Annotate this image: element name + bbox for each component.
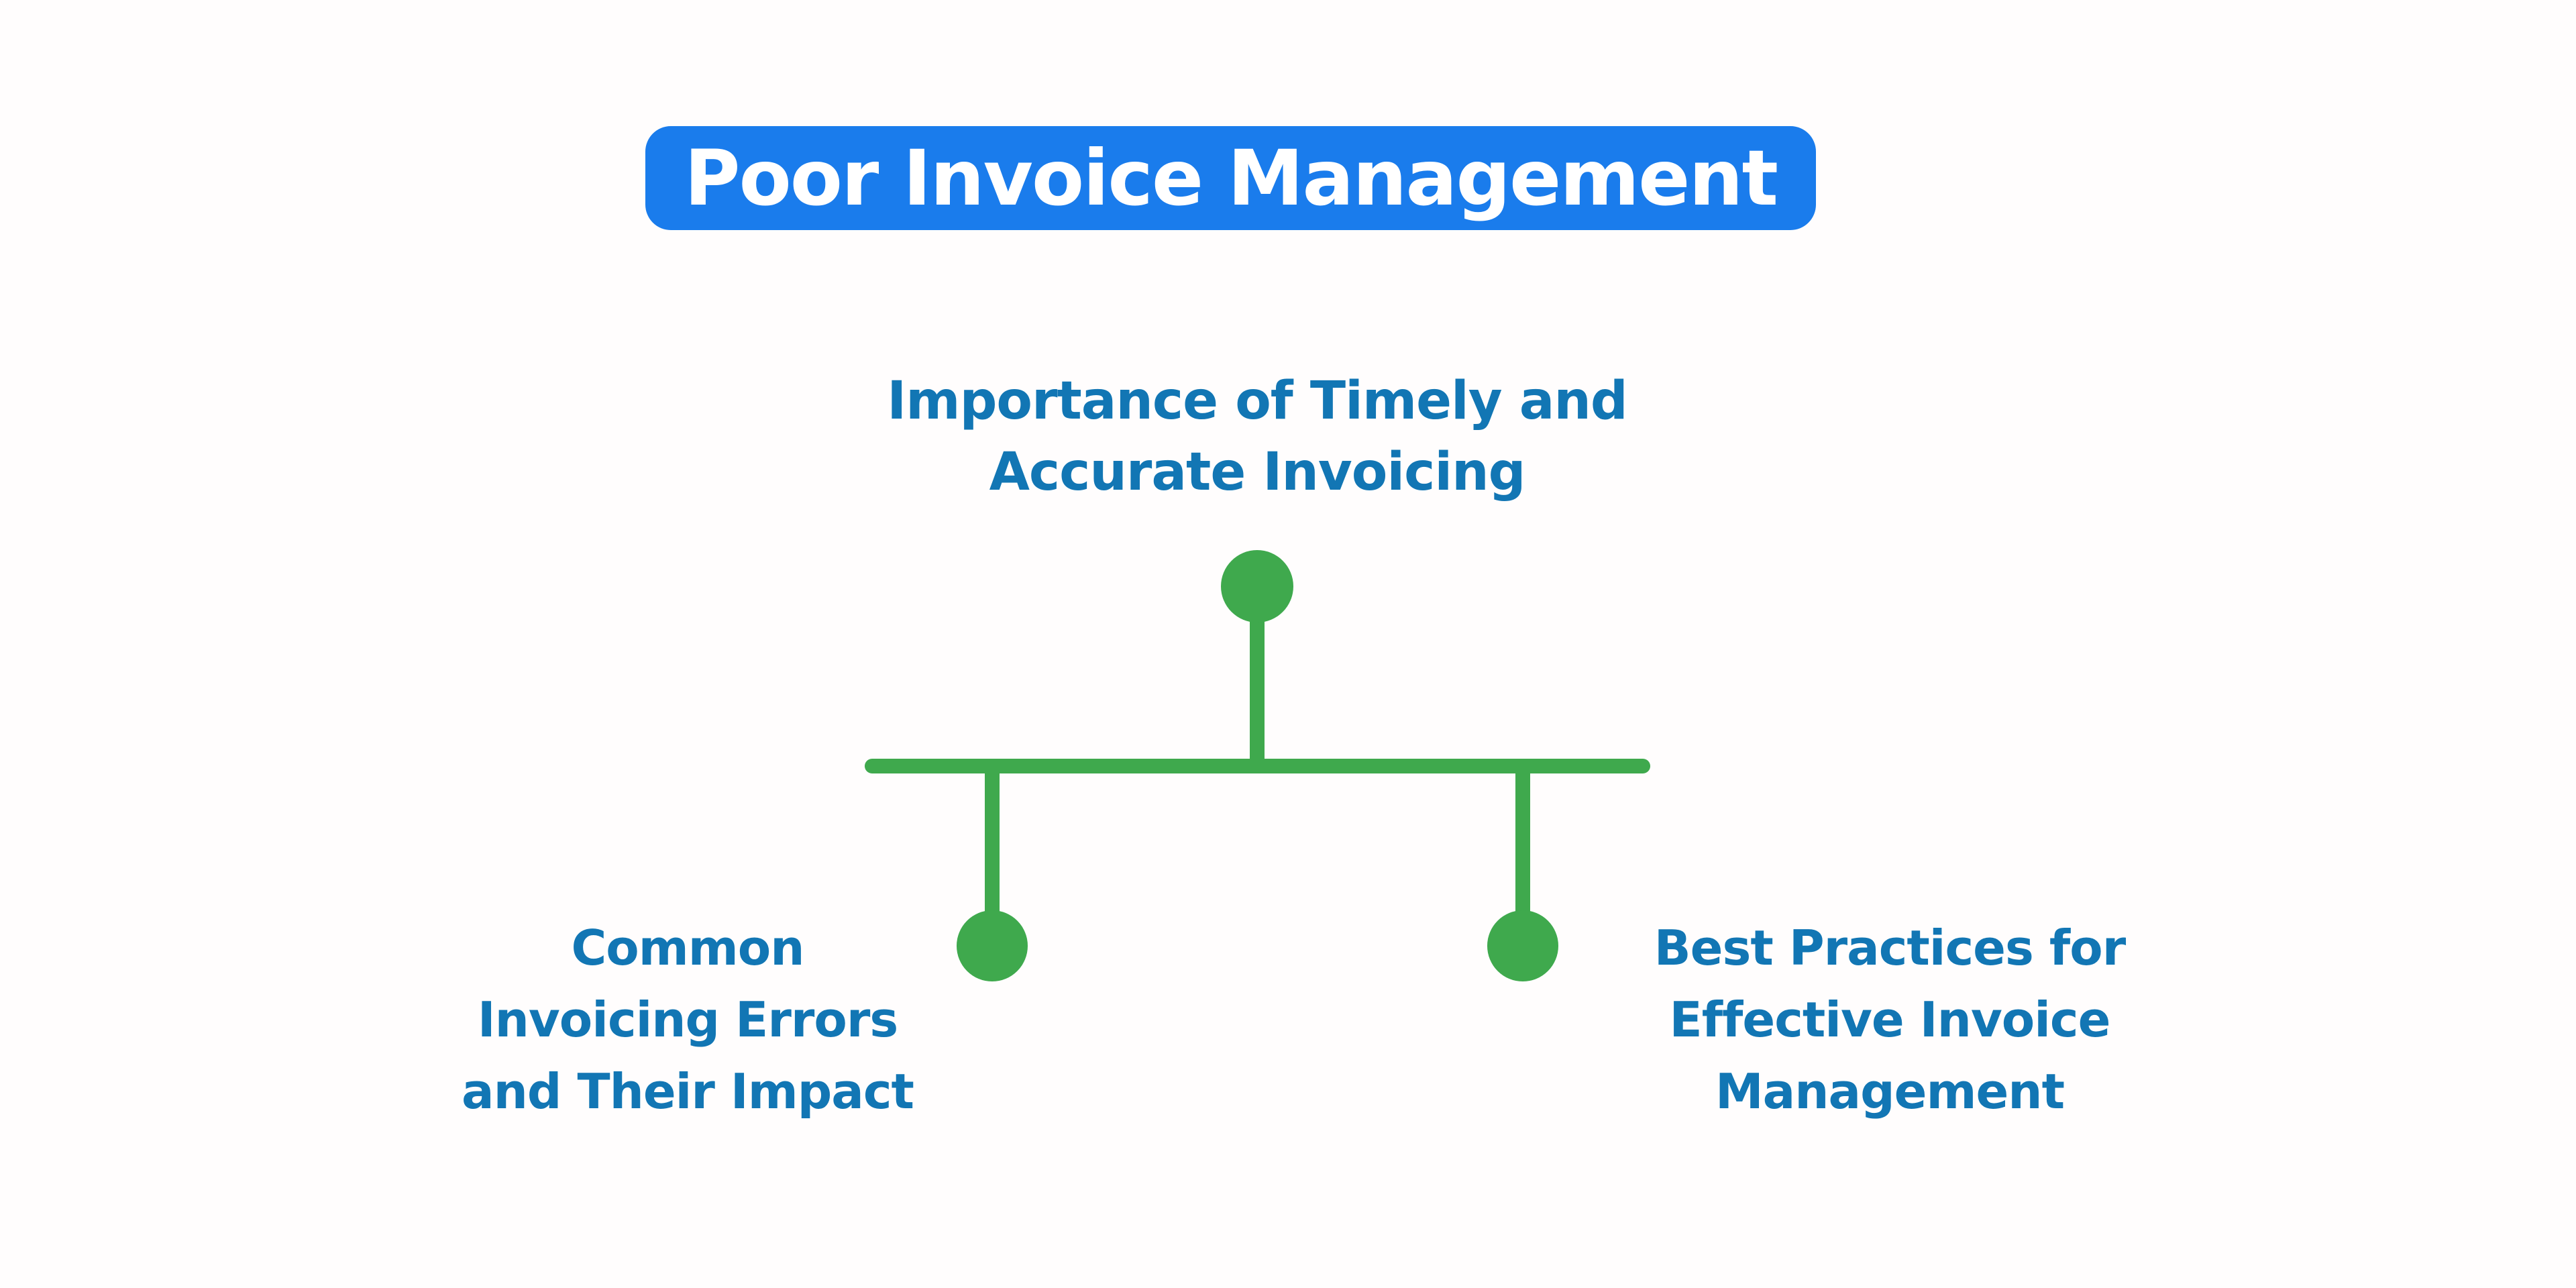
page-title: Poor Invoice Management — [684, 133, 1778, 223]
right-node-dot-icon — [1487, 910, 1558, 981]
connector-drop-right — [1515, 766, 1530, 946]
node-label-left-line1: Common — [571, 920, 804, 976]
node-label-left: Common Invoicing Errors and Their Impact — [386, 912, 989, 1128]
node-label-right-line1: Best Practices for — [1654, 920, 2126, 976]
left-node-dot-icon — [957, 910, 1028, 981]
node-label-top-line2: Accurate Invoicing — [989, 442, 1526, 502]
node-label-left-line3: and Their Impact — [462, 1063, 914, 1120]
node-label-right-line3: Management — [1715, 1063, 2065, 1120]
node-label-left-line2: Invoicing Errors — [477, 991, 898, 1048]
node-label-right: Best Practices for Effective Invoice Man… — [1554, 912, 2225, 1128]
node-label-top-line1: Importance of Timely and — [887, 371, 1627, 431]
connector-horizontal-bar — [865, 759, 1650, 773]
top-node-dot-icon — [1221, 550, 1293, 623]
node-label-top: Importance of Timely and Accurate Invoic… — [653, 366, 1861, 508]
title-badge: Poor Invoice Management — [645, 126, 1816, 230]
node-label-right-line2: Effective Invoice — [1669, 991, 2111, 1048]
connector-drop-left — [985, 766, 1000, 946]
connector-stem-top — [1250, 590, 1265, 773]
